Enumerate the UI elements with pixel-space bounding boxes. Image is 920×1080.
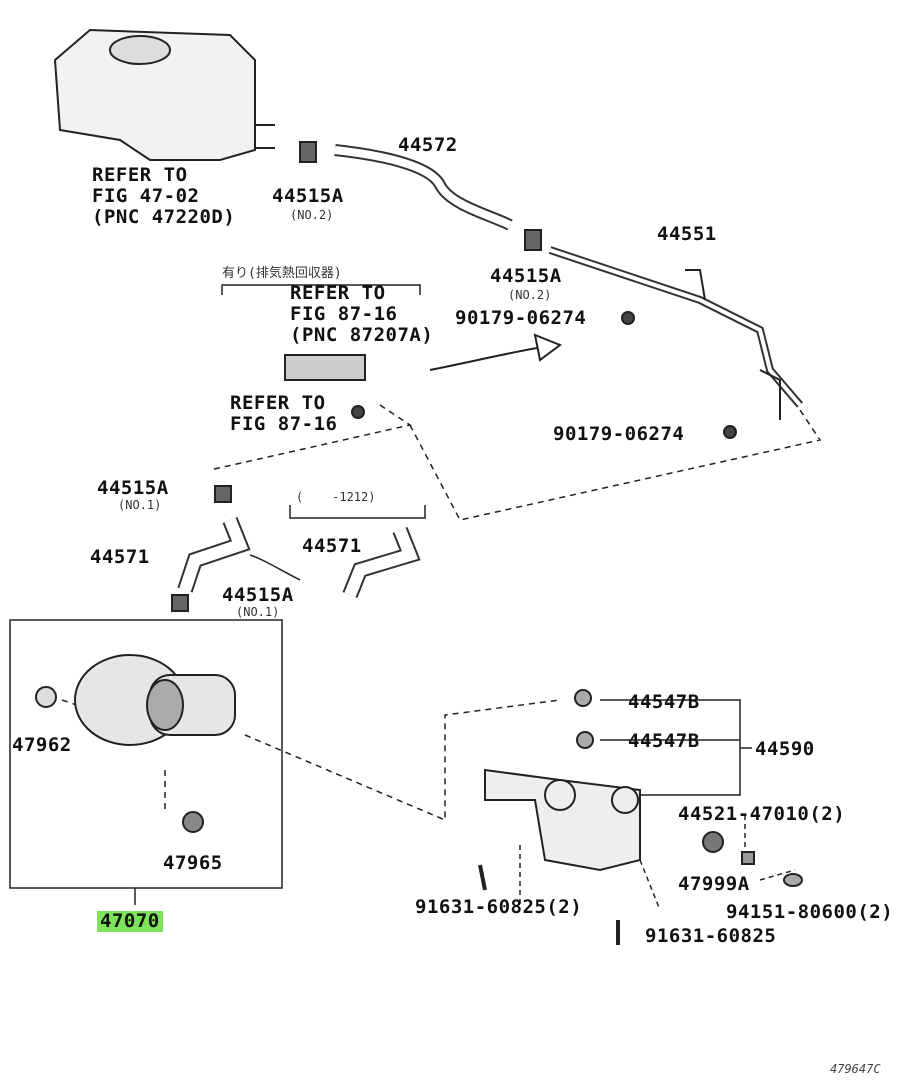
label-44515a-mid: 44515A [490, 265, 562, 287]
label-47070-highlighted[interactable]: 47070 [97, 911, 163, 932]
bracket-44590 [484, 768, 641, 872]
part-47962 [35, 686, 57, 708]
label-91631: 91631-60825 [645, 925, 777, 947]
note-no1-b: (NO.1) [236, 605, 280, 619]
range-note: ( -1212) [296, 490, 376, 504]
label-90179-a: 90179-06274 [455, 307, 587, 329]
heat-recovery-part [284, 354, 366, 381]
note-no2-mid: (NO.2) [508, 288, 552, 302]
water-pump [74, 654, 236, 746]
label-94151: 94151-80600(2) [726, 901, 894, 923]
label-44590: 44590 [755, 738, 815, 760]
label-44515a-no1-b: 44515A [222, 584, 294, 606]
figure-code: 479647C [830, 1062, 881, 1076]
pipe-44551 [548, 246, 804, 408]
japanese-note: 有り(排気熱回収器) [222, 266, 342, 281]
label-refer-fig-87-16-pnc: REFER TO FIG 87-16 (PNC 87207A) [290, 282, 434, 346]
clamp-44515a-mid [524, 229, 542, 251]
label-47965: 47965 [163, 852, 223, 874]
note-no2-top: (NO.2) [290, 208, 334, 222]
label-44521: 44521-47010(2) [678, 803, 846, 825]
label-90179-b: 90179-06274 [553, 423, 685, 445]
label-44547b-a: 44547B [628, 691, 700, 713]
clamp-44515a-top [299, 141, 317, 163]
label-44571-a: 44571 [90, 546, 150, 568]
label-44572: 44572 [398, 134, 458, 156]
reservoir-tank [53, 28, 275, 161]
label-44515a-top: 44515A [272, 185, 344, 207]
label-44571-b: 44571 [302, 535, 362, 557]
label-44551: 44551 [657, 223, 717, 245]
part-47965 [182, 811, 204, 833]
note-no1-a: (NO.1) [118, 498, 162, 512]
label-44547b-b: 44547B [628, 730, 700, 752]
label-47962: 47962 [12, 734, 72, 756]
pump-assembly-box [9, 619, 283, 889]
label-44515a-no1-a: 44515A [97, 477, 169, 499]
label-91631-2: 91631-60825(2) [415, 896, 583, 918]
label-refer-fig-47-02: REFER TO FIG 47-02 (PNC 47220D) [92, 164, 236, 228]
label-47999a: 47999A [678, 873, 750, 895]
label-refer-fig-87-16: REFER TO FIG 87-16 [230, 392, 338, 435]
